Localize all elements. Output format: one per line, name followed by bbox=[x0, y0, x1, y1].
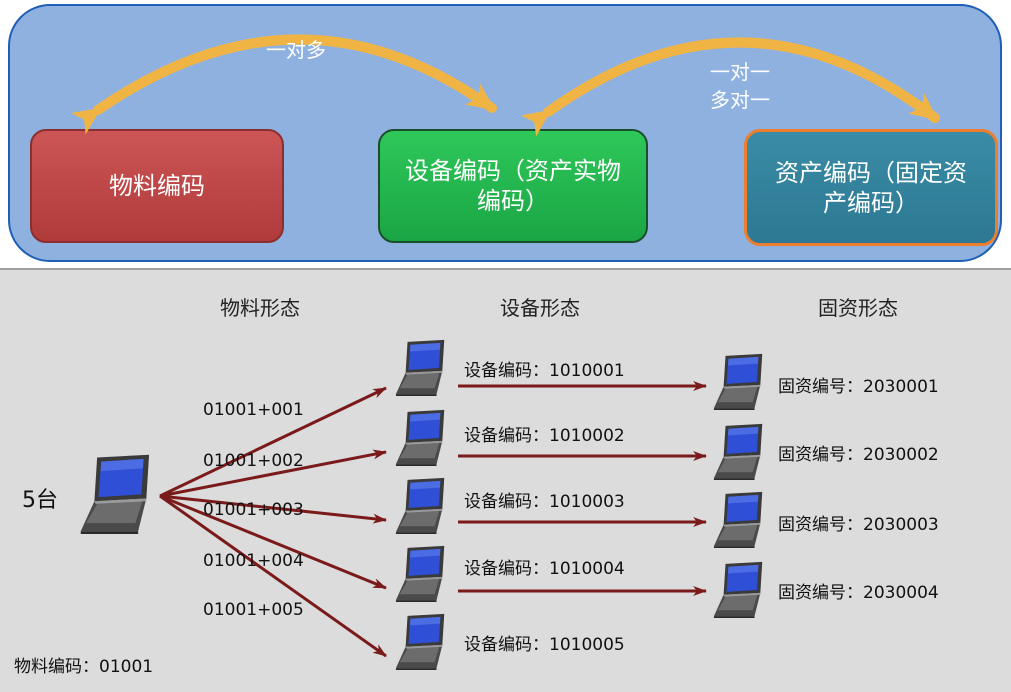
material-to-equipment-arrow-3 bbox=[159, 494, 387, 524]
equipment-code-box: 设备编码（资产实物 编码） bbox=[378, 129, 648, 243]
material-to-equipment-arrow-4 bbox=[159, 494, 387, 590]
asset-code-2: 固资编号：2030002 bbox=[778, 445, 939, 465]
unit-count-label: 5台 bbox=[22, 488, 58, 513]
equipment-code-3: 设备编码：1010003 bbox=[464, 492, 625, 512]
material-form-label-5: 01001+005 bbox=[203, 600, 304, 620]
equipment-code-2: 设备编码：1010002 bbox=[464, 426, 625, 446]
laptop-icon bbox=[394, 612, 452, 670]
equipment-code-label-line1: 设备编码（资产实物 bbox=[405, 157, 621, 185]
laptop-icon bbox=[394, 476, 452, 534]
material-form-label-4: 01001+004 bbox=[203, 551, 304, 571]
equipment-code-1: 设备编码：1010001 bbox=[464, 361, 625, 381]
one-to-many-label: 一对多 bbox=[266, 38, 326, 62]
forms-panel bbox=[0, 268, 1011, 692]
asset-form-heading: 固资形态 bbox=[818, 296, 898, 320]
laptop-icon bbox=[78, 452, 160, 534]
laptop-icon bbox=[394, 338, 452, 396]
material-to-equipment-arrow-2 bbox=[159, 449, 387, 498]
asset-code-label-line1: 资产编码（固定资 bbox=[775, 158, 967, 187]
equipment-code-label-line2: 编码） bbox=[477, 187, 549, 215]
material-form-label-3: 01001+003 bbox=[203, 500, 304, 520]
material-to-equipment-arrow-5 bbox=[159, 494, 387, 658]
material-code-label: 物料编码 bbox=[109, 172, 205, 200]
one-to-many-arc bbox=[70, 34, 497, 135]
material-code-footer: 物料编码：01001 bbox=[14, 657, 154, 677]
equipment-code-4: 设备编码：1010004 bbox=[464, 559, 625, 579]
asset-code-1: 固资编号：2030001 bbox=[778, 377, 939, 397]
material-form-heading: 物料形态 bbox=[220, 296, 300, 320]
material-form-label-2: 01001+002 bbox=[203, 451, 304, 471]
laptop-icon bbox=[394, 544, 452, 602]
many-to-one-label: 多对一 bbox=[710, 88, 770, 112]
laptop-icon bbox=[394, 408, 452, 466]
laptop-icon bbox=[712, 352, 770, 410]
equipment-form-heading: 设备形态 bbox=[500, 296, 580, 320]
one-to-one-arc bbox=[520, 37, 940, 137]
asset-code-3: 固资编号：2030003 bbox=[778, 515, 939, 535]
material-to-equipment-arrow-1 bbox=[159, 386, 387, 498]
asset-code-box: 资产编码（固定资 产编码） bbox=[744, 129, 998, 246]
laptop-icon bbox=[712, 422, 770, 480]
asset-code-label-line2: 产编码） bbox=[823, 188, 919, 217]
laptop-icon bbox=[712, 560, 770, 618]
material-form-label-1: 01001+001 bbox=[203, 400, 304, 420]
material-code-box: 物料编码 bbox=[30, 129, 284, 243]
laptop-icon bbox=[712, 490, 770, 548]
equipment-code-5: 设备编码：1010005 bbox=[464, 635, 625, 655]
asset-code-4: 固资编号：2030004 bbox=[778, 583, 939, 603]
one-to-one-label: 一对一 bbox=[710, 60, 770, 84]
